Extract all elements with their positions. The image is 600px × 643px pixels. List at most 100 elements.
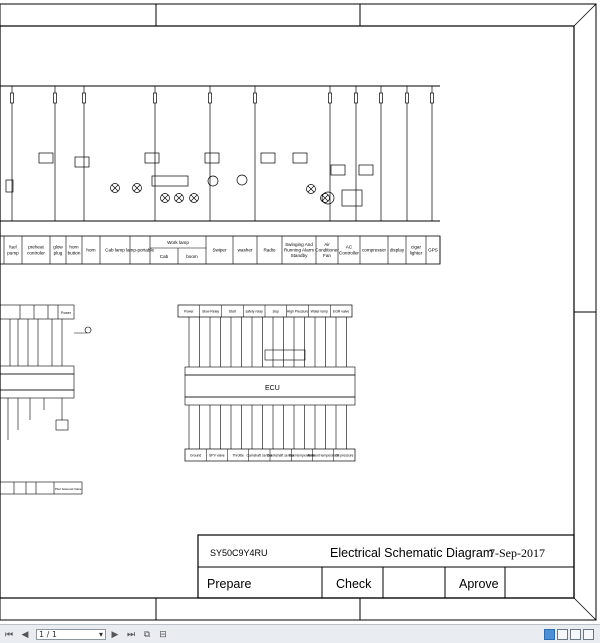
- circuit-label-display: display: [390, 248, 405, 253]
- ecu-top-label-start: Start: [229, 310, 236, 314]
- fit-page-icon[interactable]: ⧉: [143, 628, 151, 639]
- relay-box-6: [330, 164, 346, 176]
- prepare-label: Prepare: [207, 577, 252, 591]
- circuit-label-work-lamp: Work lamp: [167, 240, 189, 245]
- last-page-icon[interactable]: ⏭: [126, 628, 136, 639]
- relay-box-1: [74, 156, 90, 168]
- fuse-icon: [208, 92, 212, 104]
- relay-box-2: [144, 152, 160, 164]
- circuit-label-washer: washer: [238, 248, 253, 253]
- lamp-cross: [111, 184, 119, 192]
- ecu-top-label-egr-valve: EGR valve: [333, 310, 349, 314]
- ecu-wiring-block: Power Slow Relay Start safety relay stop High…: [177, 304, 356, 462]
- wiper-motor-icon: [207, 175, 219, 187]
- left-partial-circuit: Power Pilot Solenoid Valve: [0, 304, 92, 495]
- relay-box-4: [260, 152, 276, 164]
- lamp-cross: [161, 194, 169, 202]
- ecu-label: ECU: [265, 385, 280, 392]
- lamp-cross: [321, 194, 329, 202]
- fuse-icon: [405, 92, 409, 104]
- pdf-viewer-toolbar: ⏮ ◀ 1 / 1 ▾ ▶ ⏭ ⧉ ⊟: [0, 624, 600, 643]
- page-dropdown-icon[interactable]: ▾: [98, 629, 103, 639]
- ecu-top-label-high-pressure: High Pressure: [287, 310, 309, 314]
- fuse-icon: [253, 92, 257, 104]
- circuit-label-horn: horn: [86, 248, 96, 253]
- corner-mark-bottom: [573, 597, 597, 621]
- fuse-icon: [82, 92, 86, 104]
- single-page-view-icon[interactable]: [544, 628, 555, 640]
- facing-view-icon[interactable]: [570, 628, 581, 640]
- circuit-label-radio: Radio: [263, 248, 275, 253]
- ecu-bottom-label-oil-pressure: Oil pressure: [335, 454, 353, 458]
- fit-width-icon[interactable]: ⊟: [159, 628, 167, 639]
- fuel-pump-icon: [5, 179, 14, 193]
- component-symbols: [5, 152, 374, 207]
- relay-box-7: [358, 164, 374, 176]
- drawing-title: Electrical Schematic Diagram: [330, 546, 493, 560]
- ecu-relay-block: [264, 349, 306, 361]
- first-page-icon[interactable]: ⏮: [4, 628, 14, 639]
- lamp-cross: [133, 184, 141, 192]
- previous-page-icon[interactable]: ◀: [21, 628, 29, 639]
- washer-motor-icon: [236, 174, 248, 186]
- fuse-icon: [379, 92, 383, 104]
- circuit-label-boom: boom: [186, 254, 198, 259]
- page-number-field[interactable]: 1 / 1 ▾: [36, 628, 106, 640]
- drawing-number: SY50C9Y4RU: [210, 548, 268, 558]
- work-lamp-switch: [151, 175, 189, 187]
- check-label: Check: [336, 577, 372, 591]
- ecu-bottom-label-spv-valve: SPV valve: [209, 454, 225, 458]
- left-power-label: Power: [61, 311, 72, 315]
- title-block: SY50C9Y4RU Electrical Schematic Diagram …: [197, 534, 575, 599]
- circuit-label-swiper: Swiper: [212, 248, 227, 253]
- circuit-label-cab: Cab: [160, 254, 169, 259]
- ecu-bottom-label-camshaft-sensor: Camshaft sensor: [247, 454, 273, 458]
- next-page-icon[interactable]: ▶: [111, 628, 119, 639]
- relay-box-3: [204, 152, 220, 164]
- ecu-top-label-safety-relay: safety relay: [245, 310, 263, 314]
- ecu-top-label-cells: Power Slow Relay Start safety relay stop High…: [184, 305, 349, 317]
- continuous-view-icon[interactable]: [557, 628, 568, 640]
- fuse-icon: [53, 92, 57, 104]
- circuit-label-gps: GPS: [428, 248, 438, 253]
- fuse-icon: [153, 92, 157, 104]
- ecu-bottom-label-throttle: Throttle: [232, 454, 244, 458]
- approve-label: Aprove: [459, 577, 499, 591]
- circuit-label-lamp-portable: lamp-portable: [126, 248, 155, 253]
- ecu-top-label-stop: stop: [273, 310, 280, 314]
- fuse-icon: [328, 92, 332, 104]
- fuse-icon: [354, 92, 358, 104]
- page-number-text: 1 / 1: [39, 629, 57, 639]
- relay-box-5: [292, 152, 308, 164]
- ecu-wires: [188, 317, 347, 449]
- ecu-top-label-slow-relay: Slow Relay: [202, 310, 219, 314]
- lamp-cross: [190, 194, 198, 202]
- lamp-cross: [307, 185, 315, 193]
- ac-controller-box: [341, 189, 363, 207]
- ecu-bottom-label-ground: Ground: [190, 454, 201, 458]
- circuit-label-compressor: compressor: [362, 248, 386, 253]
- ecu-top-label-water-temp: Water temp: [311, 310, 329, 314]
- upper-circuit-diagram: [0, 85, 440, 222]
- ecu-bottom-label-fuel-temperature: Fuel temperature: [289, 454, 315, 458]
- fuse-icon: [430, 92, 434, 104]
- lamp-cross: [175, 194, 183, 202]
- ecu-top-label-power: Power: [184, 310, 194, 314]
- drawing-date: 7-Sep-2017: [489, 546, 545, 560]
- grid-view-icon[interactable]: [583, 628, 594, 640]
- fan-icon: [321, 191, 335, 205]
- ecu-bottom-label-crankshaft-sensor: Crankshaft sensor: [267, 454, 295, 458]
- relay-box-0: [38, 152, 54, 164]
- circuit-label-cab-lamp: Cab lamp: [105, 248, 125, 253]
